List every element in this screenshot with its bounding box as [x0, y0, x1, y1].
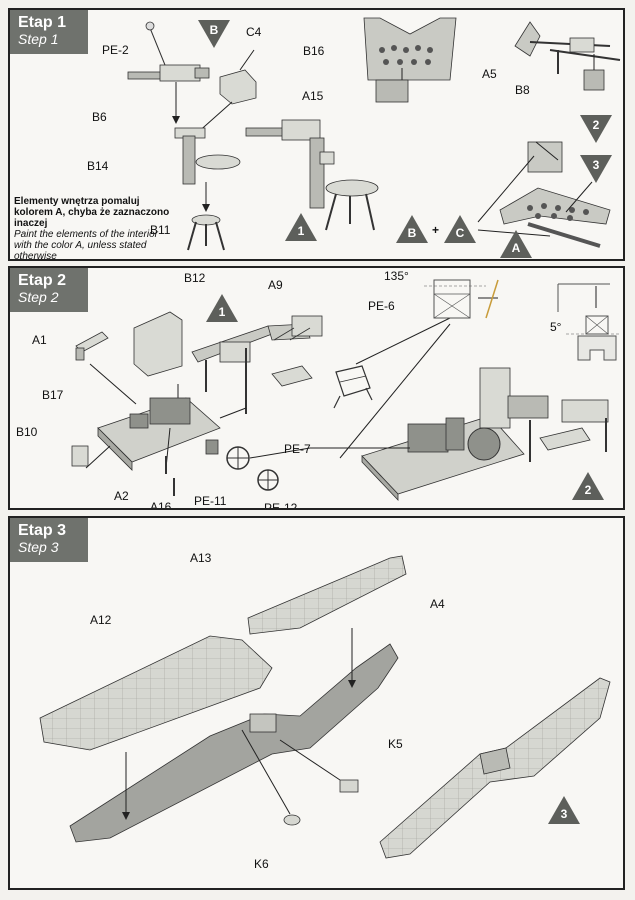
plus-sign: + — [432, 223, 440, 237]
label-b8: B8 — [515, 83, 530, 97]
marker-b-top: B — [198, 20, 230, 48]
seat-frame-part — [191, 325, 273, 414]
step-3-diagram — [39, 555, 611, 859]
marker-1: 1 — [206, 294, 238, 322]
step-3-title-pl: Etap 3 — [18, 522, 67, 539]
paint-note-pl: Elementy wnętrza pomaluj kolorem A, chyb… — [14, 196, 170, 229]
label-a9: A9 — [268, 278, 283, 292]
frame-part — [514, 21, 621, 74]
label-k6: K6 — [254, 857, 269, 871]
label-pe-2: PE-2 — [102, 43, 129, 57]
marker-1: 1 — [285, 213, 317, 241]
step-2-diagram — [71, 279, 620, 502]
label-a15: A15 — [302, 89, 324, 103]
marker-c: C — [444, 215, 476, 243]
label-a16: A16 — [150, 500, 172, 510]
label-pe-7: PE-7 — [284, 442, 311, 456]
marker-2: 2 — [580, 115, 612, 143]
label-b17: B17 — [42, 388, 64, 402]
cockpit-floor — [97, 397, 221, 471]
label-pe-12: PE-12 — [264, 501, 298, 510]
step-2-title: Etap 2 Step 2 — [10, 268, 88, 312]
marker-a: A — [500, 230, 532, 258]
assembled-cockpit — [361, 367, 609, 502]
assembled-wing — [379, 677, 611, 859]
pe-6-ladder — [333, 365, 373, 409]
label-a12: A12 — [90, 613, 112, 627]
paint-note-en: Paint the elements of the interior with … — [14, 229, 158, 261]
label-a5: A5 — [482, 67, 497, 81]
label-b16: B16 — [303, 44, 325, 58]
label-a1: A1 — [32, 333, 47, 347]
label-b12: B12 — [184, 271, 206, 285]
seat-post-part — [174, 127, 241, 185]
floor-assembly — [499, 141, 611, 248]
marker-3: 3 — [548, 796, 580, 824]
machine-gun-part — [127, 21, 210, 82]
label-pe-6: PE-6 — [368, 299, 395, 313]
step-2-title-en: Step 2 — [18, 289, 59, 305]
label-k5: K5 — [388, 737, 403, 751]
step-1-diagram — [127, 17, 621, 251]
bulkhead-part — [363, 17, 457, 81]
upper-right-wing-a13 — [247, 555, 407, 635]
step-3-title-en: Step 3 — [18, 539, 59, 555]
step-1-panel: Etap 1 Step 1 — [8, 8, 625, 261]
marker-3: 3 — [580, 155, 612, 183]
label-pe-11: PE-11 — [194, 494, 227, 508]
label-c4: C4 — [246, 25, 262, 39]
label-angle-5: 5° — [550, 320, 562, 334]
label-b11: B11 — [150, 223, 171, 237]
label-a13: A13 — [190, 551, 212, 565]
label-a2: A2 — [114, 489, 129, 503]
marker-b-bottom: B — [396, 215, 428, 243]
marker-2: 2 — [572, 472, 604, 500]
label-b14: B14 — [87, 159, 109, 173]
step-1-title-pl: Etap 1 — [18, 14, 67, 31]
step-3-title: Etap 3 Step 3 — [10, 518, 88, 562]
paint-note: Elementy wnętrza pomaluj kolorem A, chyb… — [14, 196, 172, 261]
label-a4: A4 — [430, 597, 445, 611]
label-b10: B10 — [16, 425, 38, 439]
assembled-gunner-seat — [245, 119, 379, 231]
step-2-title-pl: Etap 2 — [18, 272, 67, 289]
step-3-panel: Etap 3 Step 3 3 A13 A1 — [8, 516, 625, 890]
label-b6: B6 — [92, 110, 107, 124]
step-2-panel: Etap 2 Step 2 — [8, 266, 625, 510]
upper-left-wing-a12 — [39, 635, 273, 751]
label-angle-135: 135° — [384, 269, 409, 283]
step-1-title-en: Step 1 — [18, 31, 59, 47]
stool-part — [187, 214, 225, 251]
step-1-title: Etap 1 Step 1 — [10, 10, 88, 54]
